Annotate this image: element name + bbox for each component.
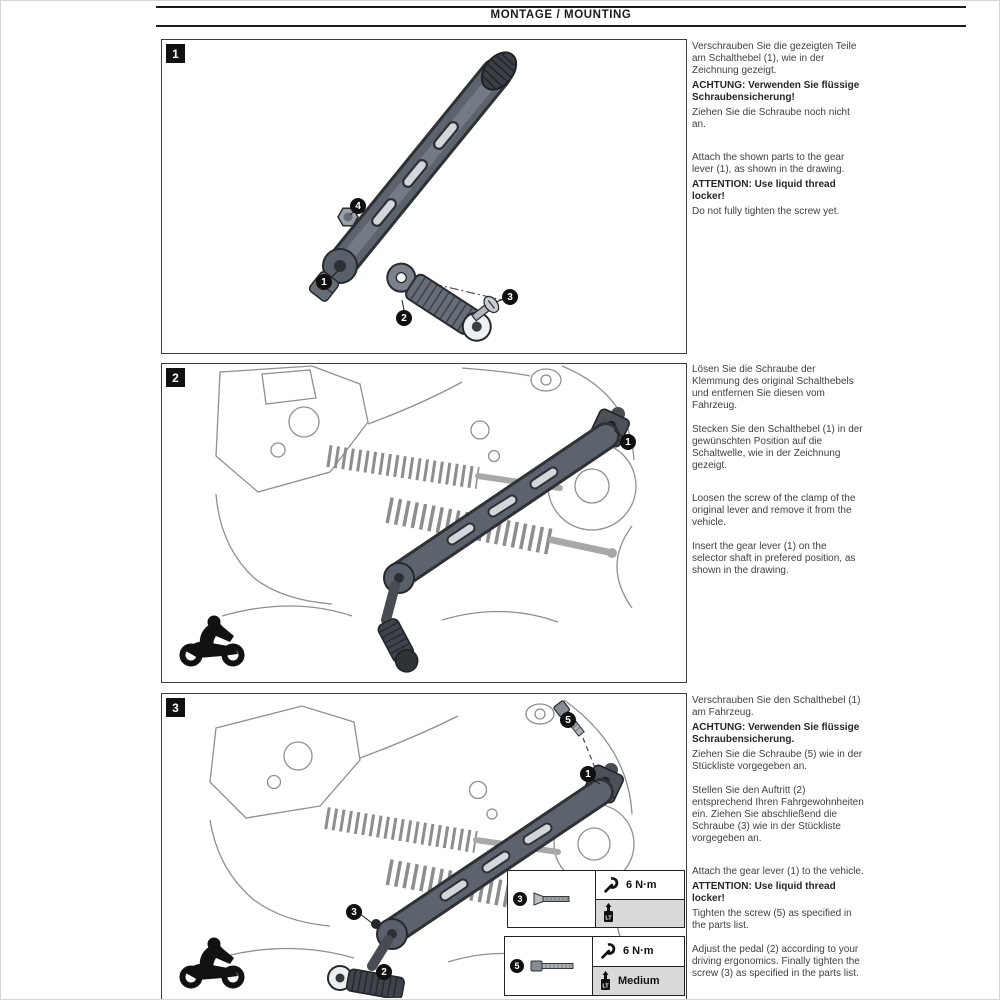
knurled-tip — [480, 51, 518, 91]
svg-text:LT: LT — [605, 916, 612, 922]
instruction-paragraph: Attach the shown parts to the gear lever… — [692, 152, 845, 175]
step1-figure: 1 4 1 2 3 — [161, 39, 687, 354]
instruction-paragraph: Attach the gear lever (1) to the vehicle… — [692, 866, 864, 877]
motorcycle-rider-icon — [179, 615, 245, 667]
step3-figure: 3 5 1 3 2 3 6 N·m — [161, 693, 687, 999]
torque-spec-row: 6 N·m — [593, 937, 684, 966]
socket-head-screw-icon — [530, 960, 574, 972]
step2-instructions: Lösen Sie die Schraube der Klemmung des … — [692, 364, 864, 580]
torque-table-screw5: 5 6 N·m — [504, 936, 685, 996]
torque-table-spec-cells: 6 N·m LT Medium — [593, 937, 684, 995]
callout-part2: 2 — [396, 310, 412, 326]
instruction-paragraph: Ziehen Sie die Schraube noch nicht an. — [692, 107, 850, 130]
thread-locker-row: LT — [596, 898, 684, 927]
wrench-icon — [604, 876, 619, 893]
step-number-badge: 2 — [166, 368, 185, 387]
step-number-badge: 1 — [166, 44, 185, 63]
torque-value: 6 N·m — [623, 945, 654, 958]
step2-installation-drawing — [179, 365, 637, 673]
thread-locker-bottle-icon: LT — [601, 970, 610, 990]
instruction-paragraph: Insert the gear lever (1) on the selecto… — [692, 541, 856, 576]
shift-pedal-part2 — [386, 262, 492, 342]
locker-grade: Medium — [618, 974, 660, 987]
lever-boss — [322, 248, 358, 284]
torque-table-spec-cells: 6 N·m LT — [596, 871, 684, 927]
language-gap — [692, 134, 864, 152]
language-gap — [692, 475, 864, 493]
torque-spec-row: 6 N·m — [596, 871, 684, 899]
thread-locker-bottle-icon: LT — [604, 903, 613, 923]
part-number-badge: 3 — [513, 892, 527, 906]
frame-line-art — [215, 365, 637, 623]
header-rule-bottom — [156, 25, 966, 27]
step1-instructions: Verschrauben Sie die gezeigten Teile am … — [692, 41, 864, 221]
step3-instructions: Verschrauben Sie den Schalthebel (1) am … — [692, 695, 864, 983]
instruction-paragraph: Do not fully tighten the screw yet. — [692, 206, 840, 217]
torque-table-part-cell: 3 — [508, 871, 596, 927]
instruction-paragraph: Lösen Sie die Schraube der Klemmung des … — [692, 364, 854, 411]
step-number-badge: 3 — [166, 698, 185, 717]
lever-lightening-slots — [446, 466, 559, 546]
callout-part5: 5 — [560, 712, 576, 728]
callout-part1: 1 — [580, 766, 596, 782]
callout-part3: 3 — [346, 904, 362, 920]
instruction-paragraph: Verschrauben Sie die gezeigten Teile am … — [692, 41, 857, 76]
lever-lightening-slots — [439, 822, 553, 902]
callout-part3: 3 — [502, 289, 518, 305]
shift-pedal — [377, 618, 419, 673]
instruction-paragraph: Adjust the pedal (2) according to your d… — [692, 944, 860, 979]
instruction-paragraph: Ziehen Sie die Schraube (5) wie in der S… — [692, 749, 863, 772]
callout-part1: 1 — [620, 434, 636, 450]
instruction-paragraph: ACHTUNG: Verwenden Sie flüssige Schraube… — [692, 722, 860, 745]
lever-lightening-slots — [371, 121, 459, 227]
instruction-paragraph: Loosen the screw of the clamp of the ori… — [692, 493, 856, 528]
countersunk-screw-part3 — [471, 295, 500, 322]
instruction-paragraph: ATTENTION: Use liquid thread locker! — [692, 881, 836, 904]
callout-part2: 2 — [376, 964, 392, 980]
instruction-paragraph: Tighten the screw (5) as specified in th… — [692, 908, 852, 931]
countersunk-screw-icon — [533, 892, 570, 906]
callout-part1: 1 — [316, 274, 332, 290]
torque-table-part-cell: 5 — [505, 937, 593, 995]
svg-text:LT: LT — [602, 983, 609, 989]
torque-table-screw3: 3 6 N·m — [507, 870, 685, 928]
gear-lever-installed — [377, 407, 630, 673]
instruction-paragraph: Stecken Sie den Schalthebel (1) in der g… — [692, 424, 863, 471]
step1-exploded-drawing — [308, 51, 518, 342]
instruction-paragraph: Stellen Sie den Auftritt (2) entsprechen… — [692, 785, 864, 844]
motorcycle-rider-icon — [179, 937, 245, 989]
instruction-paragraph: Verschrauben Sie den Schalthebel (1) am … — [692, 695, 861, 718]
shift-pedal — [327, 965, 405, 998]
wrench-icon — [601, 943, 616, 959]
language-gap — [692, 848, 864, 866]
part-number-badge: 5 — [510, 959, 524, 973]
instruction-paragraph: ACHTUNG: Verwenden Sie flüssige Schraube… — [692, 80, 860, 103]
page-title: MONTAGE / MOUNTING — [490, 9, 632, 21]
screw-insert-axis — [582, 737, 600, 779]
step2-figure: 2 1 — [161, 363, 687, 683]
instruction-paragraph: ATTENTION: Use liquid thread locker! — [692, 179, 836, 202]
thread-locker-row: LT Medium — [593, 965, 684, 995]
torque-value: 6 N·m — [626, 878, 657, 891]
callout-part4: 4 — [350, 198, 366, 214]
header-rule-top — [156, 6, 966, 8]
